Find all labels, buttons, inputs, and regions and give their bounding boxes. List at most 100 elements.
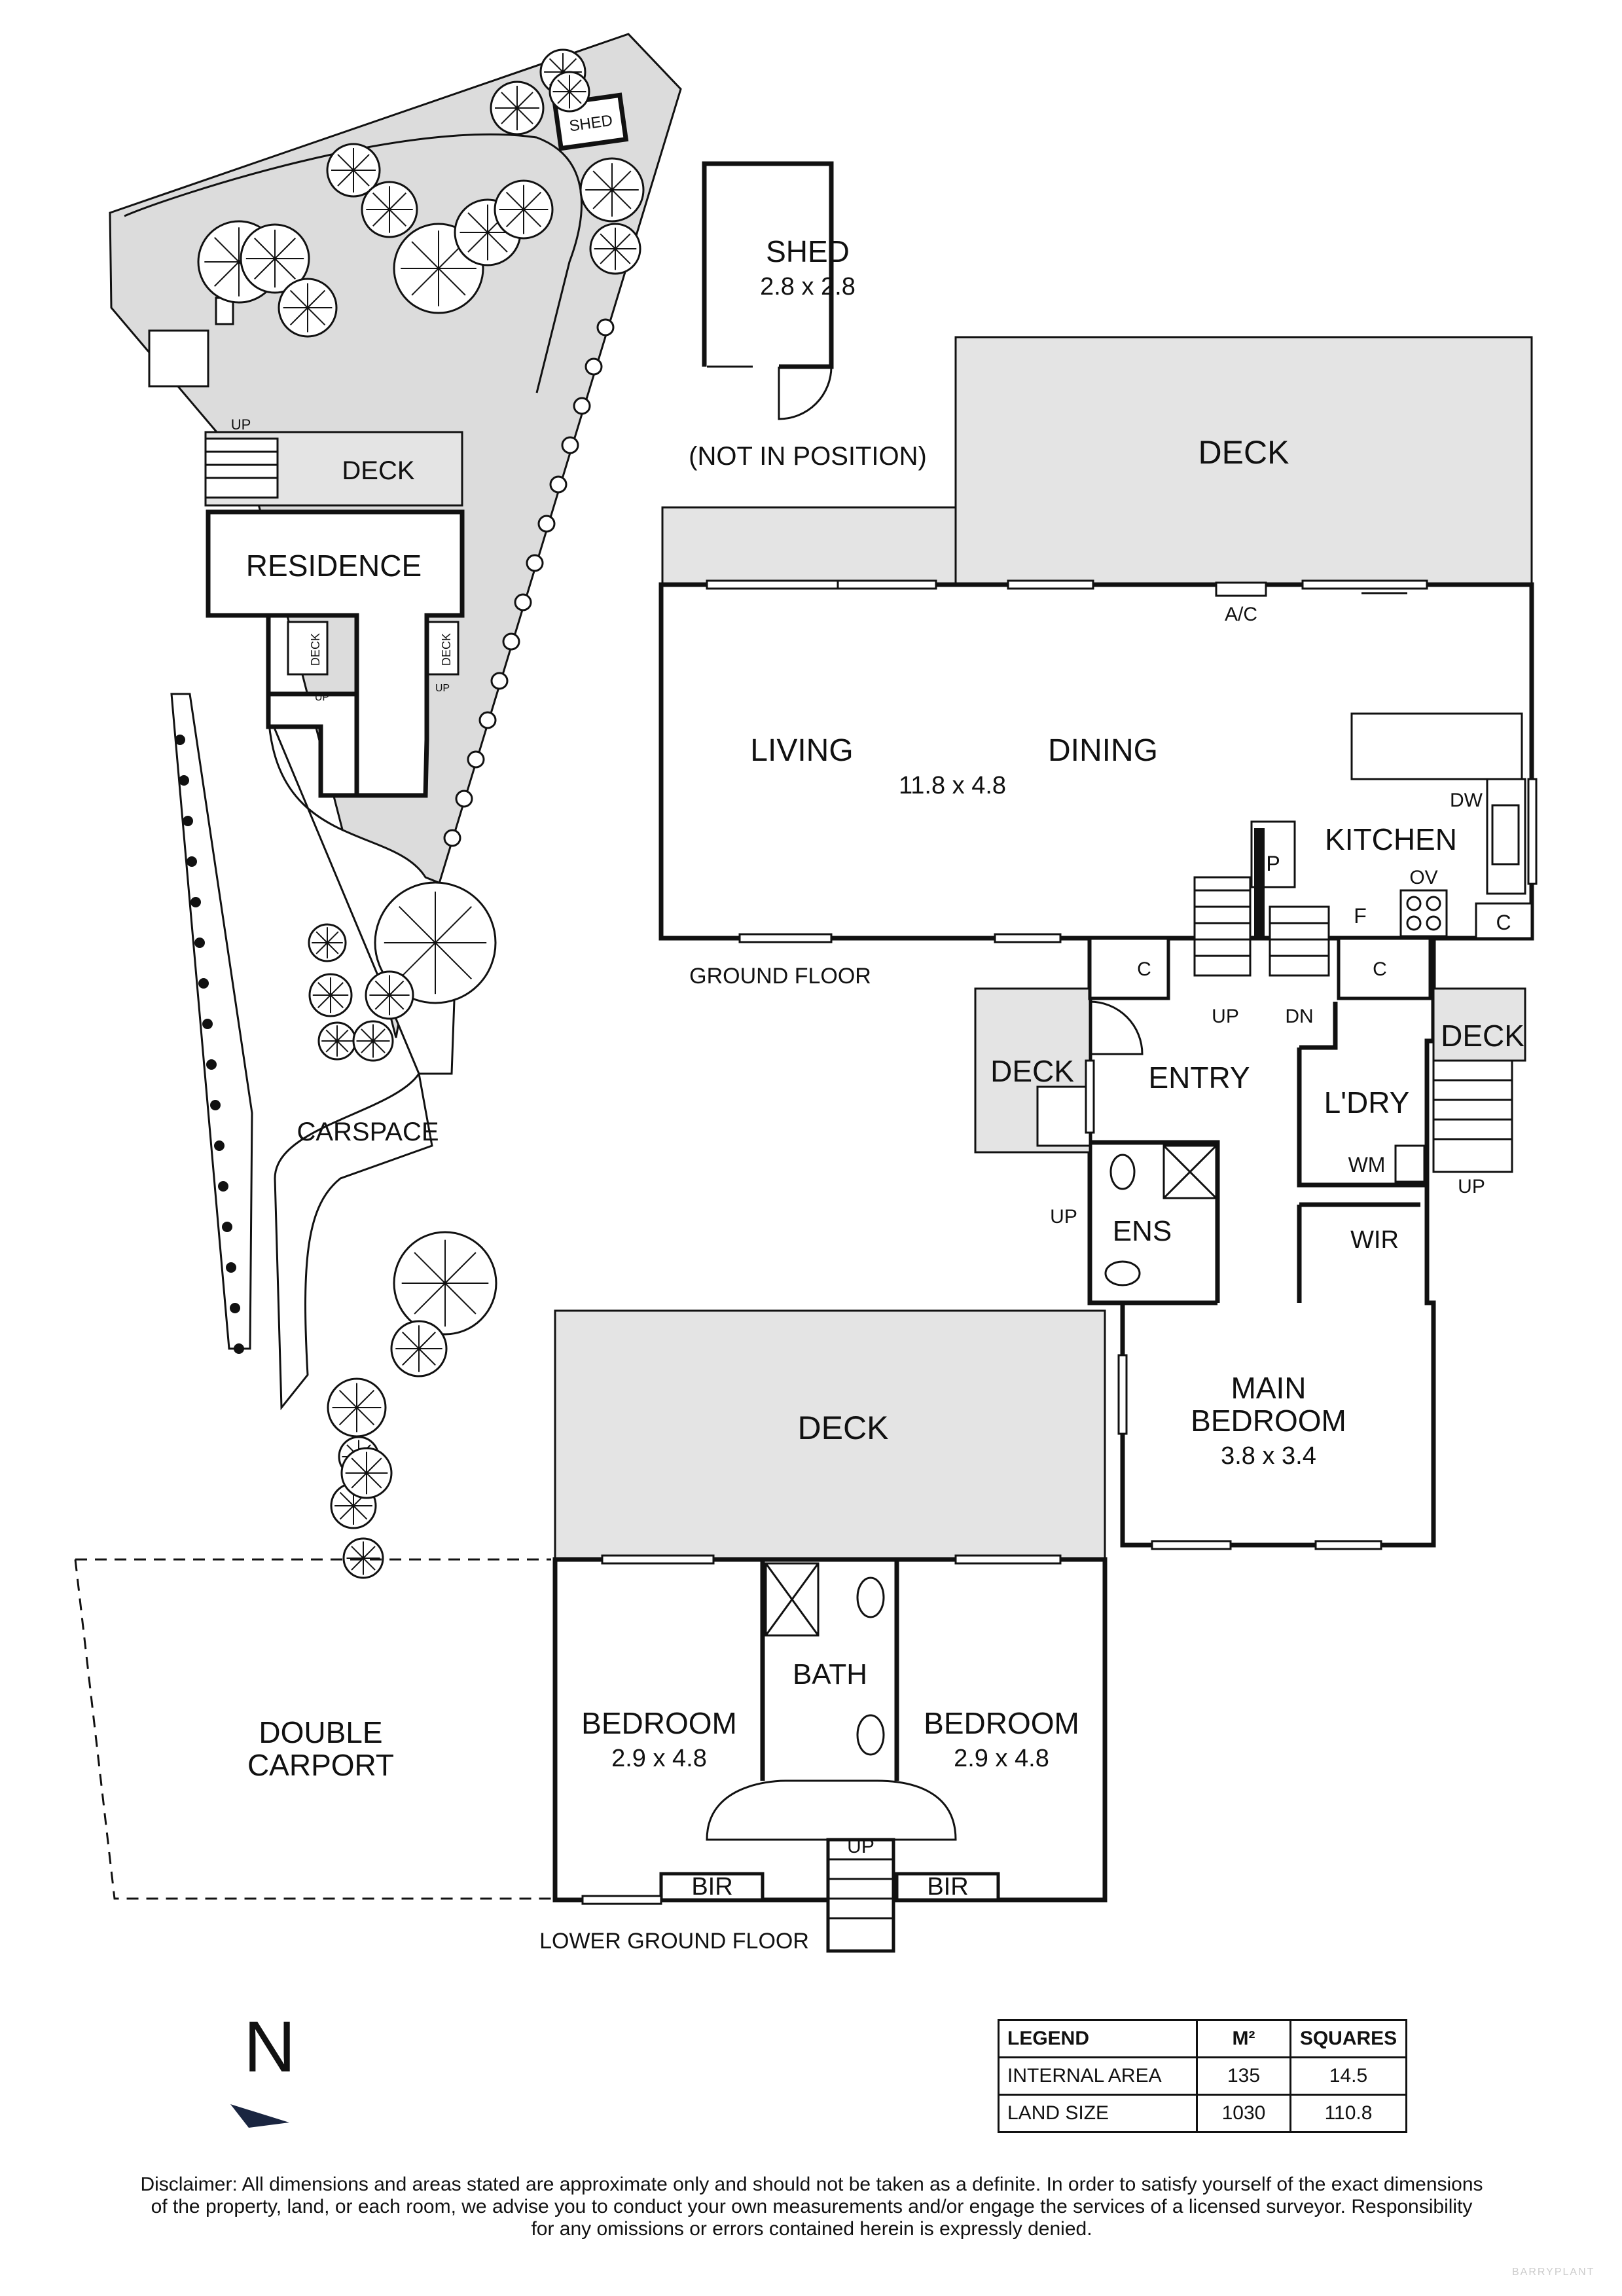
bath-walls	[760, 1559, 899, 1781]
tree-branch	[325, 1029, 338, 1042]
carport-label-1: DOUBLE	[259, 1715, 382, 1749]
tree-branch	[523, 191, 542, 210]
tree-branch	[516, 92, 533, 109]
tree-branch	[389, 192, 406, 210]
laundry-walls	[1297, 1002, 1427, 1188]
shed-dims: 2.8 x 2.8	[760, 273, 856, 301]
shed-name: SHED	[766, 234, 850, 268]
tree-branch	[351, 1472, 367, 1489]
tree-branch	[557, 79, 570, 92]
shrub-icon	[549, 475, 568, 494]
tree-branch	[254, 258, 276, 280]
plant-dot	[194, 938, 205, 948]
tree-branch	[214, 237, 240, 263]
residence-label: RESIDENCE	[246, 549, 422, 583]
kitchen-cupboard-label: C	[1496, 911, 1511, 934]
ground-floor: SHED 2.8 x 2.8 (NOT IN POSITION) DECK A/…	[658, 161, 1534, 1548]
deck-top	[954, 336, 1533, 587]
tree-branch	[289, 289, 308, 308]
kitchen-bench	[1350, 712, 1523, 780]
up-right-label: UP	[1458, 1176, 1485, 1197]
legend-row-label: INTERNAL AREA	[998, 2056, 1198, 2096]
entry-door-swing	[1089, 1000, 1144, 1055]
bir-right	[895, 1872, 1000, 1902]
tree-branch	[274, 238, 296, 259]
tree-branch	[351, 1546, 364, 1559]
sink	[1491, 804, 1520, 866]
tree-branch	[337, 170, 354, 187]
tree-branch	[372, 1040, 386, 1053]
tree-branch	[356, 1407, 375, 1426]
site-up-label-1: UP	[231, 416, 251, 433]
north-compass: N	[230, 2007, 296, 2128]
disclaimer-line-1: Disclaimer: All dimensions and areas sta…	[140, 2174, 1483, 2195]
laundry-label: L'DRY	[1324, 1085, 1410, 1120]
double-carport: DOUBLE CARPORT	[74, 1558, 551, 1900]
tree-branch	[414, 1283, 446, 1315]
lower-up-label: UP	[847, 1836, 874, 1857]
tree-branch	[366, 1457, 382, 1474]
shrub-icon	[596, 318, 615, 337]
tree-branch	[444, 1283, 477, 1315]
tree-branch	[611, 189, 632, 210]
small-object	[215, 297, 234, 325]
stairs-left	[1036, 1085, 1091, 1147]
tree-branch	[372, 1029, 386, 1042]
tree-branch	[557, 91, 570, 104]
tree-branch	[351, 1457, 367, 1474]
entry-label: ENTRY	[1148, 1061, 1250, 1095]
legend-row-squares: 14.5	[1289, 2056, 1407, 2096]
tree-branch	[402, 1332, 420, 1349]
tree-branch	[389, 980, 405, 996]
tree-branch	[327, 931, 339, 943]
shrub-icon	[490, 672, 509, 690]
ensuite-walls	[1090, 1140, 1220, 1305]
curved-path	[124, 133, 583, 393]
plant-dot	[214, 1140, 225, 1151]
site-up-label-2: UP	[315, 692, 329, 703]
shrub-icon	[443, 829, 461, 847]
living-dims: 11.8 x 4.8	[899, 772, 1006, 799]
lower-ground-floor: DECK BATH BIR BIR UP BEDROOM 2.9 x 4.8 B…	[539, 1309, 1108, 1954]
tree-branch	[592, 189, 613, 210]
main-bedroom-dims: 3.8 x 3.4	[1221, 1442, 1316, 1470]
tree-branch	[353, 170, 370, 187]
living-label: LIVING	[750, 733, 853, 768]
dn-label: DN	[1285, 1006, 1313, 1027]
carport-label-2: CARPORT	[247, 1748, 394, 1782]
tree-branch	[363, 1558, 376, 1571]
lower-floor-title: LOWER GROUND FLOOR	[539, 1929, 809, 1954]
tree-branch	[361, 1029, 374, 1042]
wm-label: WM	[1348, 1153, 1386, 1176]
legend-header-m2: M²	[1196, 2019, 1291, 2058]
bedroom-left-dims: 2.9 x 4.8	[611, 1745, 707, 1772]
legend-row: INTERNAL AREA 135 14.5	[998, 2056, 1407, 2096]
plant-dot	[202, 1019, 213, 1029]
legend-row: LAND SIZE 1030 110.8	[998, 2094, 1407, 2133]
tree-branch	[438, 268, 466, 296]
tree-branch	[418, 1332, 436, 1349]
tree-branch	[339, 1491, 354, 1506]
shed-walls	[702, 161, 834, 369]
shrub-icon	[573, 397, 591, 415]
deck-top-left	[661, 506, 957, 587]
residence-deck-right	[427, 621, 460, 676]
tree-branch	[374, 994, 390, 1010]
up-label: UP	[1212, 1006, 1239, 1027]
water-tank	[148, 329, 209, 388]
plant-dot	[222, 1222, 232, 1232]
site-side-deck-right-label: DECK	[440, 633, 453, 666]
tree-branch	[615, 248, 631, 264]
tree-branch	[501, 92, 518, 109]
legend-header-legend: LEGEND	[998, 2019, 1198, 2058]
tree-branch	[366, 1472, 382, 1489]
tree-branch	[214, 261, 240, 287]
tree-branch	[562, 58, 577, 73]
cupboard-left	[1088, 936, 1170, 1000]
tree-branch	[336, 1040, 349, 1053]
tree-branch	[501, 107, 518, 124]
disclaimer-line-3: for any omissions or errors contained he…	[531, 2218, 1092, 2240]
windows	[581, 579, 1538, 1905]
tree-branch	[516, 107, 533, 124]
lower-deck-label: DECK	[798, 1410, 889, 1446]
